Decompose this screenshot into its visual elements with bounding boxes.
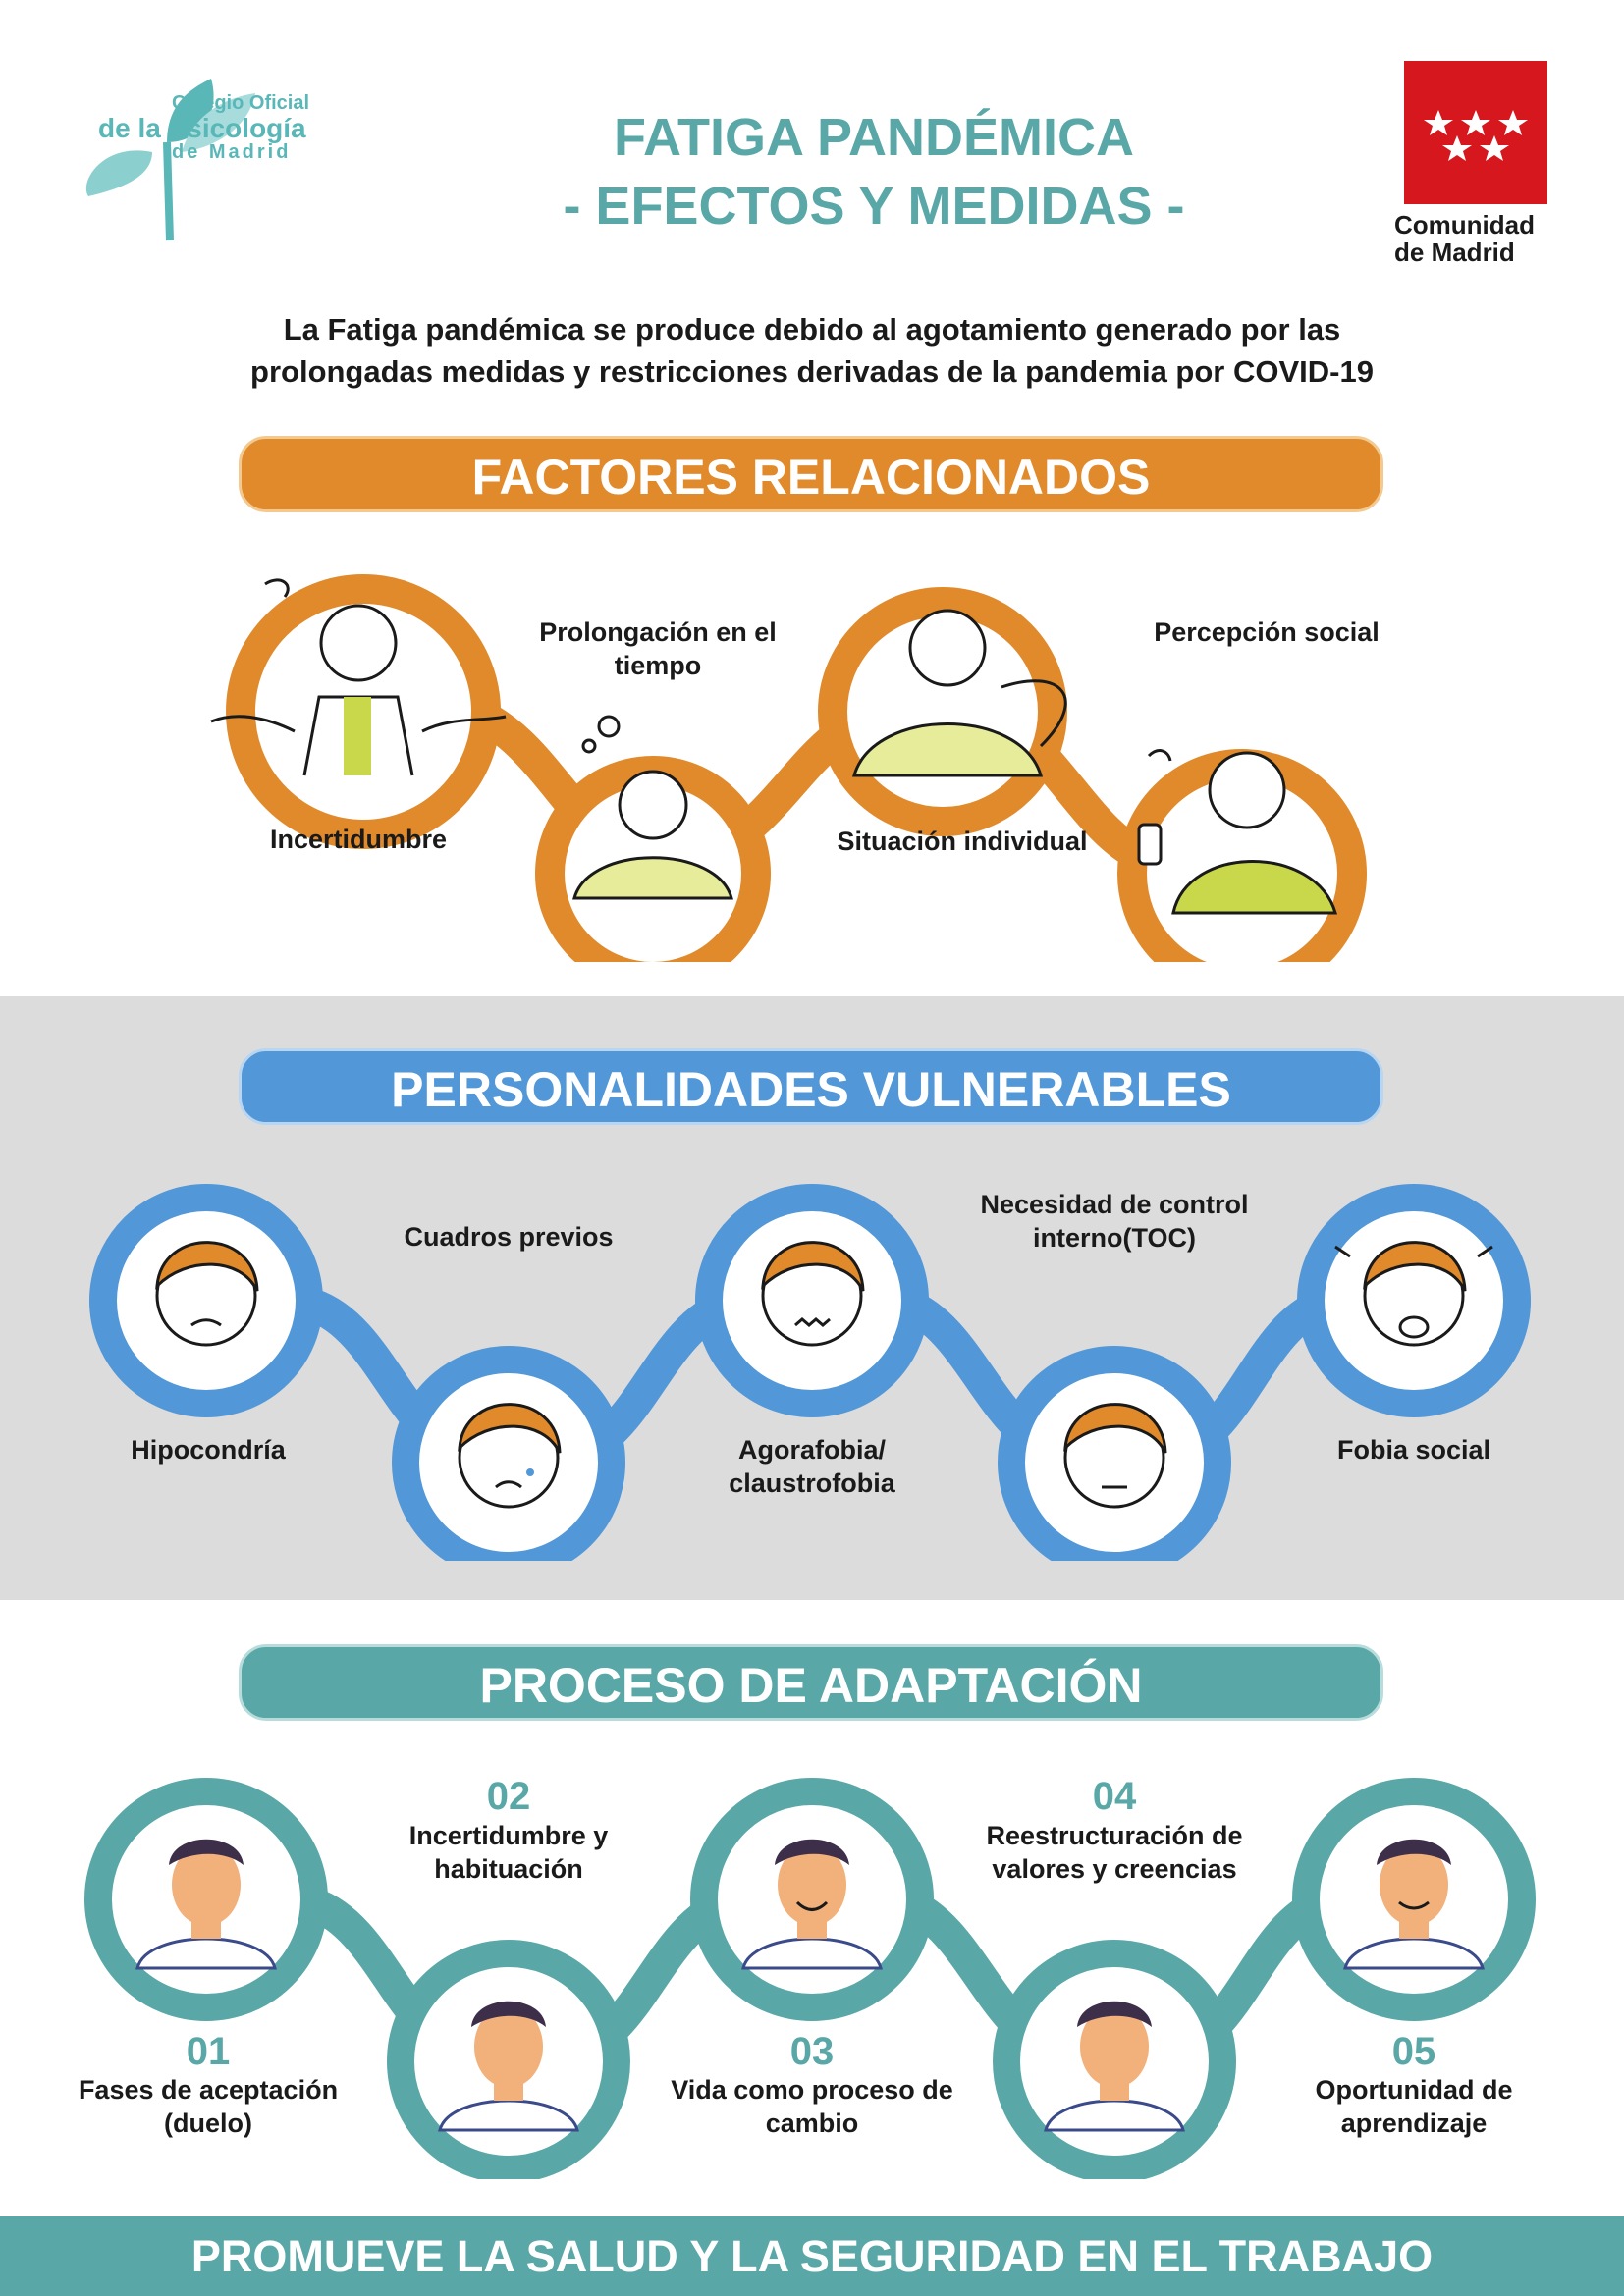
factor-circle-percepcion [1117, 749, 1367, 962]
section-title-personalidades: PERSONALIDADES VULNERABLES [239, 1048, 1383, 1125]
stage-circle-02 [387, 1940, 630, 2179]
factor-circle-prolongacion [535, 715, 771, 962]
stage-label-01: Fases de aceptación (duelo) [78, 2075, 339, 2138]
stage-label-02: Incertidumbre y habituación [408, 1821, 609, 1884]
screaming-face-icon [1334, 1241, 1493, 1347]
stage-circle-04 [993, 1940, 1236, 2179]
stage-number-03: 03 [789, 2030, 835, 2073]
personality-label-cuadros-previos: Cuadros previos [404, 1222, 614, 1252]
comunidad-madrid-flag-icon [1404, 61, 1547, 204]
proceso-chain [84, 1778, 1536, 2179]
personality-label-toc: Necesidad de control interno(TOC) [980, 1190, 1249, 1253]
sad-face-icon [155, 1241, 259, 1347]
personality-circle-agorafobia [695, 1184, 929, 1417]
factor-circle-situacion [818, 587, 1067, 836]
stage-circle-01 [84, 1778, 328, 2021]
factores-chain [210, 574, 1367, 962]
smiling-boy-icon [741, 1839, 883, 1970]
section-title-proceso: PROCESO DE ADAPTACIÓN [239, 1644, 1383, 1721]
crying-face-icon [458, 1403, 562, 1509]
factor-label-prolongacion: Prolongación en el tiempo [539, 617, 777, 680]
footer-banner: PROMUEVE LA SALUD Y LA SEGURIDAD EN EL T… [0, 2216, 1624, 2296]
stage-number-04: 04 [1092, 1775, 1137, 1818]
waiting-man-icon [572, 715, 733, 900]
stage-number-02: 02 [486, 1775, 531, 1818]
man-with-phone-icon [1137, 749, 1337, 915]
crying-boy-icon [135, 1839, 277, 1970]
factor-label-situacion: Situación individual [837, 827, 1088, 856]
stage-label-04: Reestructuración de valores y creencias [986, 1821, 1243, 1884]
anxious-face-icon [761, 1241, 865, 1347]
stage-number-01: 01 [186, 2030, 231, 2073]
factor-label-incertidumbre: Incertidumbre [269, 825, 448, 854]
personalidades-chain [89, 1184, 1531, 1561]
personality-label-fobia-social: Fobia social [1336, 1435, 1491, 1465]
psychology-college-logo-text: Colegio Oficial de la Psicología de Madr… [98, 92, 310, 164]
stage-circle-05 [1292, 1778, 1536, 2021]
calm-boy-icon [1044, 2001, 1185, 2132]
personality-label-agorafobia: Agorafobia/ claustrofobia [729, 1435, 895, 1498]
comunidad-madrid-name: Comunidad de Madrid [1394, 210, 1535, 267]
psychology-college-logo-icon [85, 79, 255, 241]
happy-boy-icon [1343, 1839, 1485, 1970]
neutral-face-icon [1063, 1403, 1167, 1509]
confused-boy-icon [438, 2001, 579, 2132]
page-title-line2: - EFECTOS Y MEDIDAS - [563, 177, 1185, 236]
intro-line2: prolongadas medidas y restricciones deri… [250, 354, 1374, 389]
stage-circle-03 [690, 1778, 934, 2021]
worried-man-icon [210, 578, 507, 776]
factor-circle-incertidumbre [210, 574, 507, 849]
stage-label-03: Vida como proceso de cambio [671, 2075, 953, 2138]
personality-circle-cuadros-previos [392, 1346, 625, 1561]
personality-circle-hipocondria [89, 1184, 323, 1417]
personality-circle-toc [998, 1346, 1231, 1561]
stage-number-05: 05 [1391, 2030, 1436, 2073]
page-title-line1: FATIGA PANDÉMICA [614, 108, 1134, 167]
factor-label-percepcion: Percepción social [1154, 617, 1380, 647]
personality-label-hipocondria: Hipocondría [131, 1435, 286, 1465]
stage-label-05: Oportunidad de aprendizaje [1315, 2075, 1513, 2138]
section-title-factores: FACTORES RELACIONADOS [239, 436, 1383, 512]
personality-circle-fobia-social [1297, 1184, 1531, 1417]
intro-line1: La Fatiga pandémica se produce debido al… [283, 312, 1341, 347]
thinking-man-icon [852, 609, 1067, 777]
